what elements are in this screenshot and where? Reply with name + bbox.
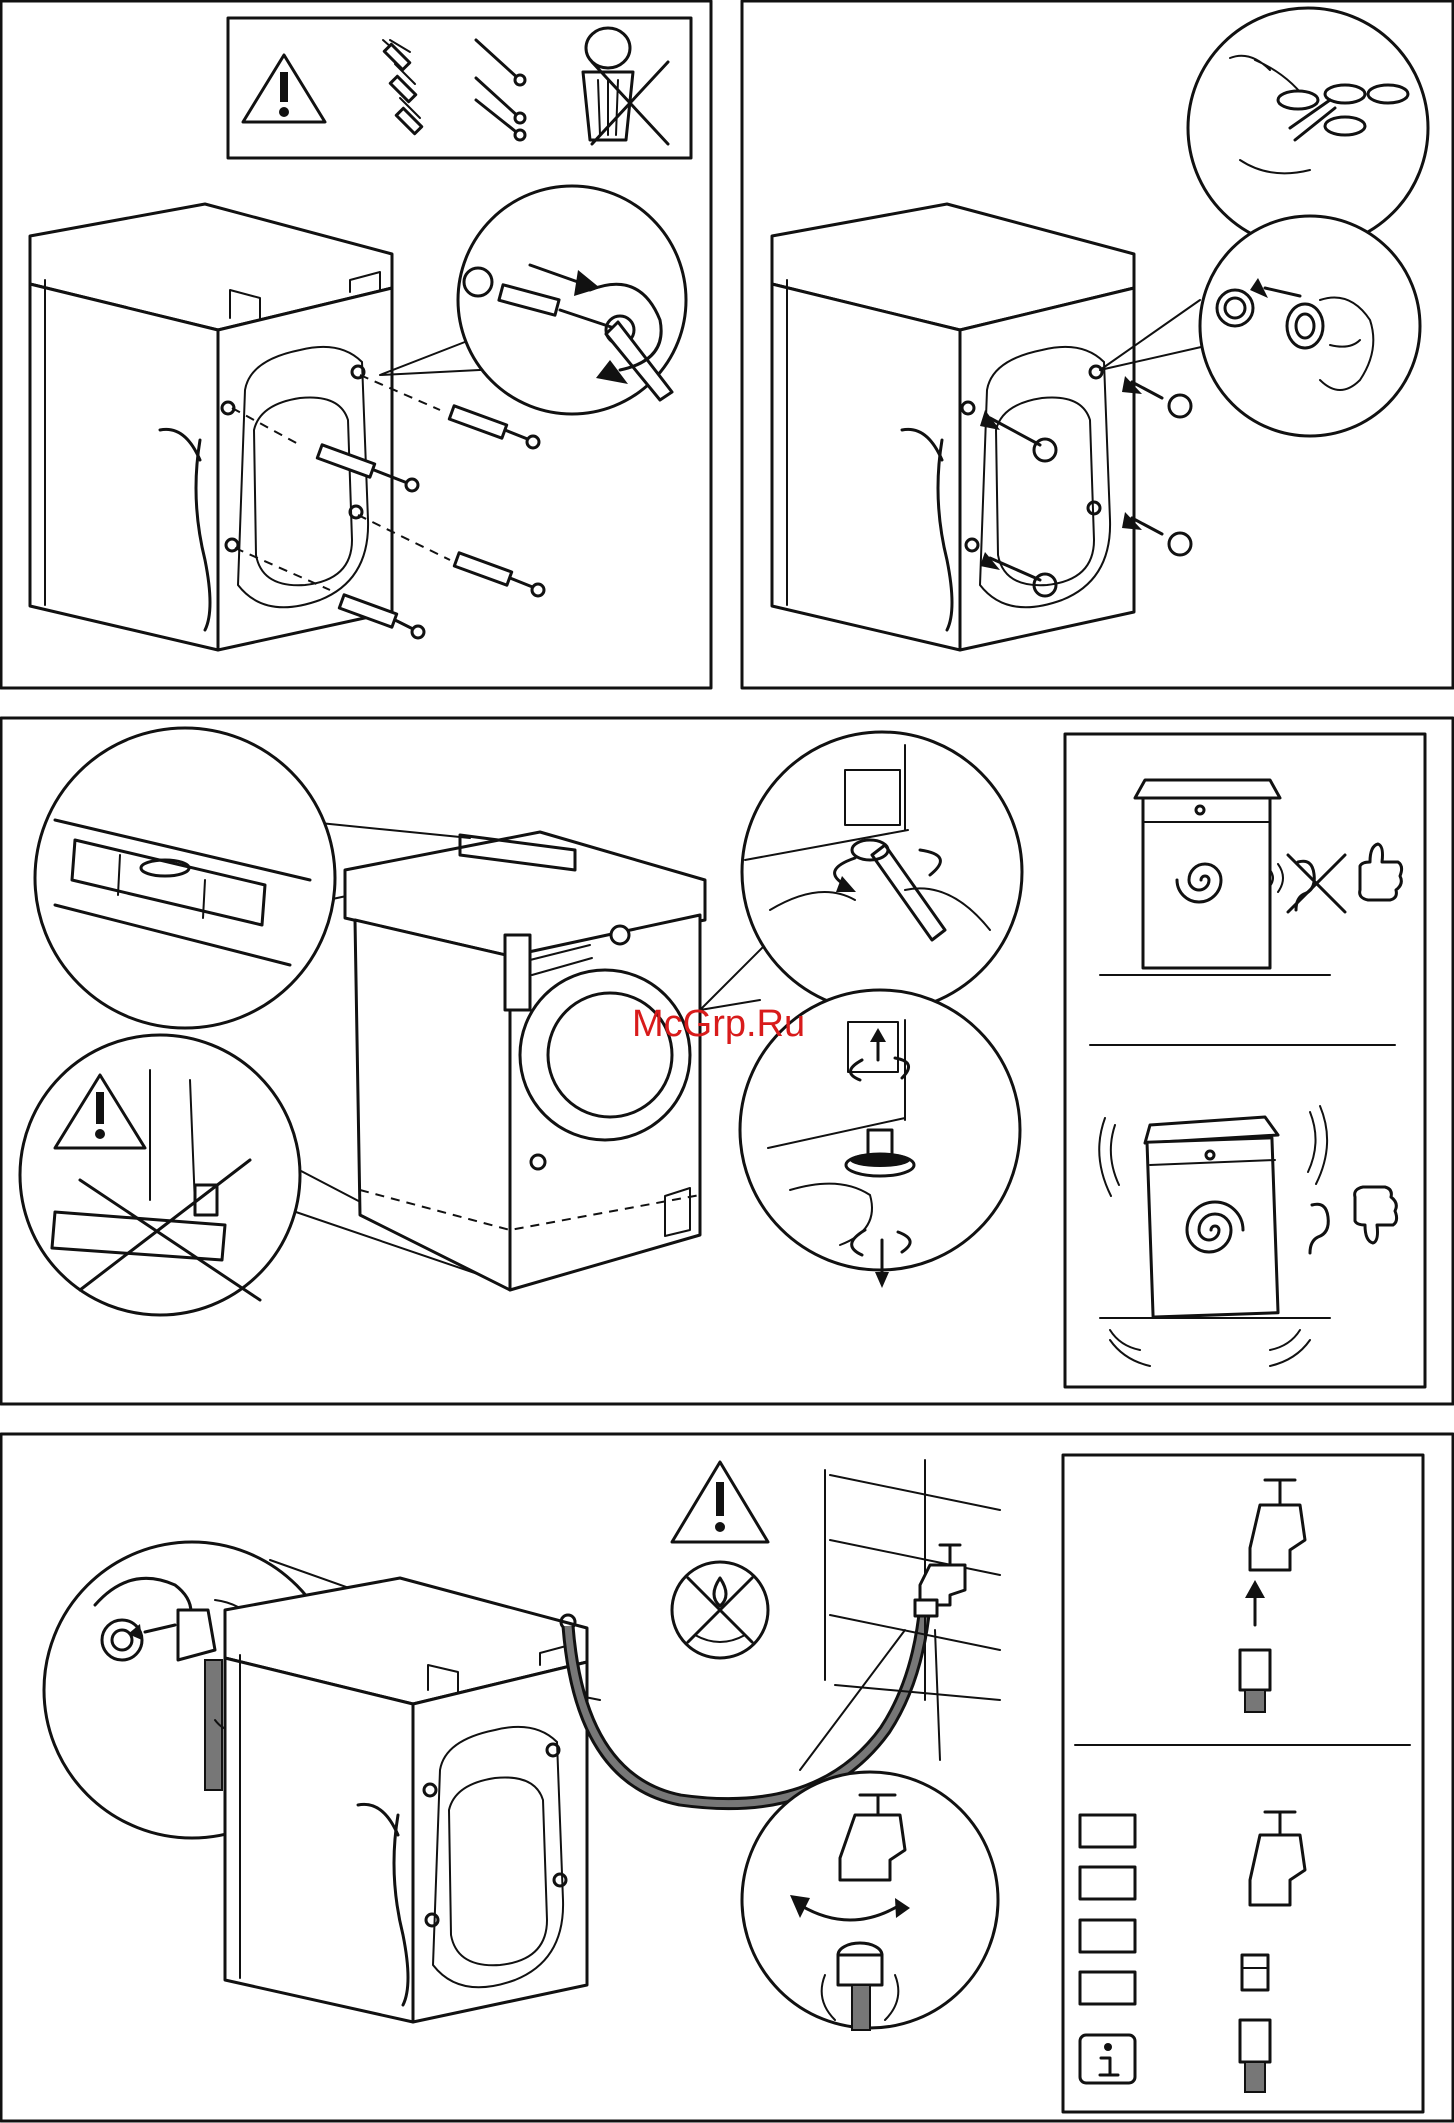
- cap-icon: [1287, 304, 1323, 348]
- tap-icon: [915, 1545, 965, 1616]
- checkbox-4: [1080, 1972, 1135, 2004]
- watermark-text: McGrp.Ru: [632, 1003, 805, 1046]
- panel-transit-bolts: [1, 1, 711, 688]
- water-level-window: [505, 935, 530, 1010]
- zoom-circle-tap-connect: [742, 1630, 998, 2030]
- zoom-circle-unscrew: [380, 186, 686, 414]
- no-drip-icon: [672, 1562, 768, 1658]
- no-trash-bin-icon: [583, 28, 668, 144]
- adapter-icon: [1242, 1955, 1268, 1990]
- hose-connector-icon: [1240, 1650, 1270, 1712]
- machine-rear-view: [30, 204, 392, 650]
- bolt-3: [454, 553, 544, 596]
- panel-levelling: [1, 718, 1453, 1404]
- panel-plastic-caps: [742, 1, 1453, 688]
- program-knob: [611, 926, 629, 944]
- ear-icon: [1310, 1204, 1328, 1253]
- long-bolt-icon: [476, 40, 525, 140]
- parts-info-box: [228, 18, 691, 158]
- plastic-plug-icon: [383, 40, 422, 134]
- tap-icon: [1250, 1812, 1305, 1905]
- checkbox-3: [1080, 1920, 1135, 1952]
- machine-rear-view-hose: [225, 1578, 587, 2022]
- checkbox-list: [1080, 1815, 1135, 2004]
- info-icon: [1080, 2035, 1135, 2083]
- warning-triangle-icon: [672, 1462, 768, 1542]
- adapter-info-box: [1063, 1455, 1423, 2112]
- porthole-door: [520, 970, 690, 1140]
- zoom-circle-scissors: [1188, 8, 1428, 248]
- machine-level-ok: [1100, 780, 1402, 975]
- thumb-up-icon: [1360, 844, 1402, 900]
- machine-front-view: [345, 832, 705, 1290]
- thumb-down-icon: [1355, 1187, 1397, 1243]
- tap-icon: [1250, 1480, 1305, 1570]
- hose-connector-icon: [1240, 2020, 1270, 2092]
- machine-vibrating-bad: [1099, 1106, 1396, 1366]
- zoom-circle-adjust-nut: [700, 732, 1022, 1012]
- panel-inlet-hose: [1, 1434, 1453, 2121]
- bolt-2: [449, 406, 539, 448]
- warning-triangle-icon: [243, 55, 325, 122]
- checkbox-2: [1080, 1867, 1135, 1899]
- zoom-circle-fit-cap: [1100, 216, 1420, 436]
- hose-warning: [672, 1462, 768, 1658]
- vibration-info-box: [1065, 734, 1425, 1387]
- checkbox-1: [1080, 1815, 1135, 1847]
- machine-rear-view-caps: [772, 204, 1134, 650]
